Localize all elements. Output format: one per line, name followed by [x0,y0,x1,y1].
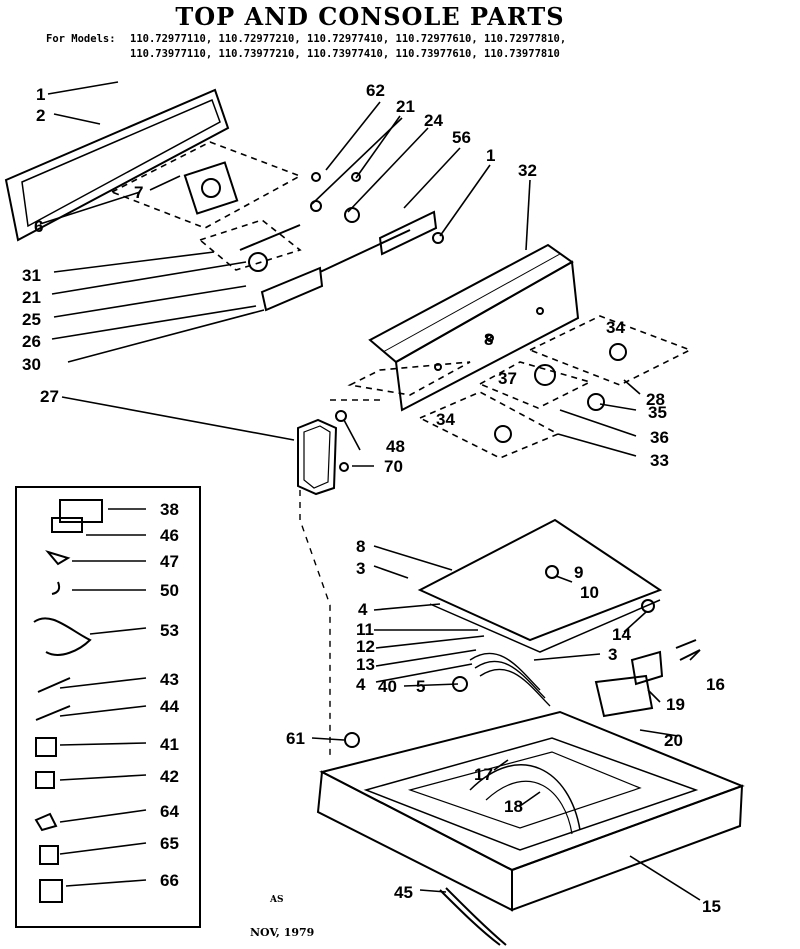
artist-mark: AS [270,895,284,905]
callout-number: 13 [356,655,375,674]
callout-number: 25 [22,310,41,329]
callout-number: 48 [386,437,405,456]
callout-number: 30 [22,355,41,374]
callout-number: 34 [606,318,625,337]
callout-number: 27 [40,387,59,406]
knob-part [494,425,512,443]
callout-number: 40 [378,677,397,696]
leader-lines [39,81,701,901]
callout-number: 16 [706,675,725,694]
callout-number: 3 [608,645,617,664]
wiring-harness-part [469,652,551,707]
switch-part [248,252,268,272]
callout-number: 17 [474,765,493,784]
callout-number: 42 [160,767,179,786]
callout-number: 21 [22,288,41,307]
callout-number: 53 [160,621,179,640]
callout-number: 37 [498,369,517,388]
console-end-cap-part [297,418,338,496]
callout-number: 10 [580,583,599,602]
callout-number: 2 [36,106,45,125]
models-label: For Models: [46,33,116,45]
diagram-date: NOV, 1979 [250,926,315,939]
callout-number: 21 [396,97,415,116]
callout-number: 9 [574,563,583,582]
callout-number: 44 [160,697,179,716]
callout-number: 38 [160,500,179,519]
callout-number: 3 [356,559,365,578]
callout-number: 41 [160,735,179,754]
console-part [368,243,580,412]
callout-number: 14 [612,625,631,644]
callout-number: 11 [356,620,374,639]
page-title: TOP AND CONSOLE PARTS [175,2,565,31]
callout-number: 34 [436,410,455,429]
callout-number: 35 [648,403,667,422]
back-panel-part [4,88,230,242]
dashed-group-outlines [110,141,692,459]
callout-labels: 1267312125263062212456132342835363383734… [22,81,725,916]
callout-number: 65 [160,834,179,853]
callout-number: 12 [356,637,375,656]
door-switch-part [594,674,654,718]
callout-number: 56 [452,128,471,147]
callout-number: 1 [36,85,45,104]
callout-number: 31 [22,266,41,285]
callout-number: 46 [160,526,179,545]
timer-motor-part [183,161,239,215]
callout-number: 4 [356,675,366,694]
callout-number: 62 [366,81,385,100]
callout-number: 33 [650,451,669,470]
callout-number: 47 [160,552,179,571]
callout-number: 70 [384,457,403,476]
callout-number: 7 [134,183,143,202]
callout-number: 6 [34,217,43,236]
callout-number: 26 [22,332,41,351]
callout-number: 64 [160,802,179,821]
callout-number: 50 [160,581,179,600]
callout-number: 24 [424,111,443,130]
models-line-2: 110.73977110, 110.73977210, 110.73977410… [130,48,560,60]
cabinet-top-part [316,710,745,912]
accessory-parts-box [15,486,201,928]
callout-number: 18 [504,797,523,816]
callout-number: 1 [486,146,495,165]
console-bracket-part [239,210,438,312]
callout-number: 32 [518,161,537,180]
callout-number: 36 [650,428,669,447]
callout-number: 4 [358,600,368,619]
callout-number: 19 [666,695,685,714]
main-top-part [417,518,663,653]
callout-number: 61 [286,729,305,748]
callout-number: 28 [646,390,665,409]
callout-number: 66 [160,871,179,890]
knob-part [534,364,556,386]
callout-number: 5 [416,677,425,696]
callout-number: 20 [664,731,683,750]
callout-number: 8 [356,537,365,556]
models-line-1: 110.72977110, 110.72977210, 110.72977410… [130,33,567,45]
knob-part [609,343,627,361]
callout-number: 43 [160,670,179,689]
callout-number: 8 [484,330,493,349]
callout-number: 15 [702,897,721,916]
knob-part [587,393,605,411]
callout-number: 45 [394,883,413,902]
